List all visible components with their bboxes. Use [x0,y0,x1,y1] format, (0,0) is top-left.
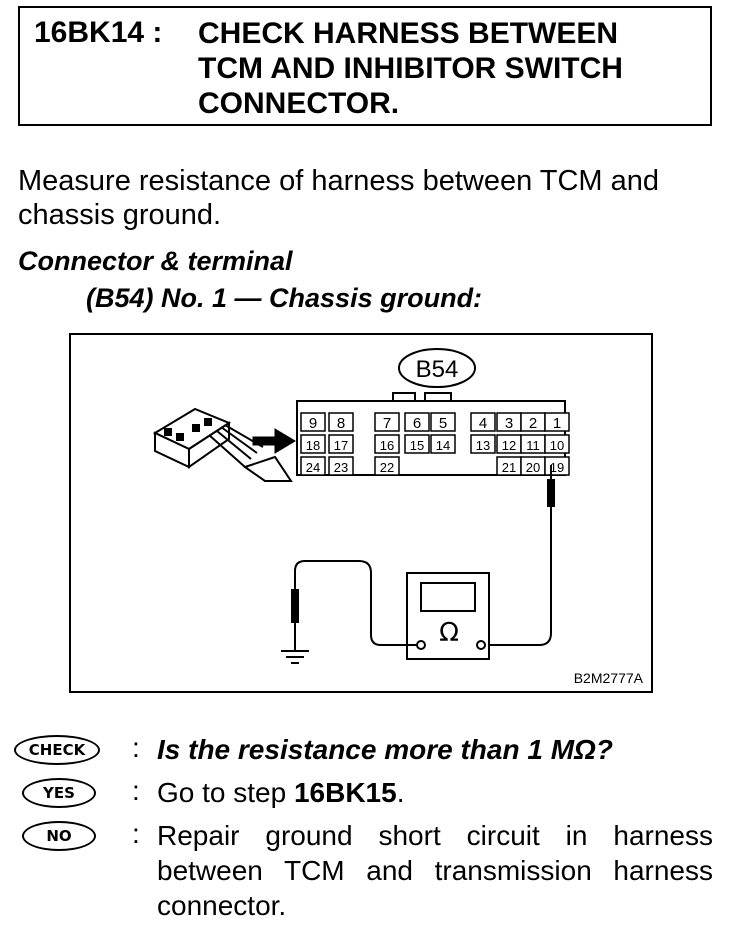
yes-step-link: 16BK15 [293,777,397,808]
connector-detail: (B54) No. 1 — Chassis ground: [86,283,483,313]
test-probe-negative [291,589,299,623]
terminal-cell [300,456,326,476]
terminal-number: 24 [306,460,320,475]
terminal-number: 2 [529,415,537,432]
terminal-cell [470,412,496,432]
harness-connector-icon [152,407,293,482]
terminal-number: 13 [476,438,490,453]
terminal-number: 5 [439,415,447,432]
instruction-line-2: chassis ground. [18,199,222,231]
ohmmeter-display [420,582,476,612]
no-action: Repair ground short circuit in harness b… [157,820,713,921]
terminal-number: 19 [550,460,564,475]
terminal-cell [328,412,354,432]
step-code: 16BK14 : [34,16,163,49]
terminal-number: 12 [502,438,516,453]
connector-label: Connector & terminal [18,246,293,276]
terminal-number: 16 [380,438,394,453]
ohm-symbol: Ω [439,618,459,648]
terminal-number: 4 [479,415,487,432]
meter-terminal-pos [476,640,486,650]
terminal-cell [404,412,430,432]
terminal-cell [374,434,400,454]
terminal-number: 22 [380,460,394,475]
probe-lead-negative [294,560,417,646]
terminal-cell [544,412,570,432]
terminal-cell [300,412,326,432]
terminal-cell [374,412,400,432]
terminal-number: 14 [436,438,450,453]
step-title-line-1: CHECK HARNESS BETWEEN [198,17,619,50]
check-question: Is the resistance more than 1 MΩ? [157,734,613,765]
connector-id: B54 [416,356,459,383]
instruction-line-1: Measure resistance of harness between TC… [18,165,660,197]
terminal-number: 17 [334,438,348,453]
probe-lead-positive [483,507,552,646]
yes-action-prefix: Go to step [157,777,294,808]
terminal-number: 20 [526,460,540,475]
insertion-arrow [252,428,296,454]
check-separator: : [132,732,140,763]
terminal-number: 18 [306,438,320,453]
terminal-number: 1 [553,415,561,432]
terminal-cell [328,434,354,454]
connector-id-badge [398,348,476,388]
yes-action-suffix: . [396,777,405,808]
terminal-number: 8 [337,415,345,432]
terminal-number: 10 [550,438,564,453]
step-title: CHECK HARNESS BETWEEN TCM AND INHIBITOR … [198,16,678,121]
figure-code: B2M2777A [574,670,644,686]
terminal-number: 6 [413,415,421,432]
yes-action: Go to step 16BK15. [157,775,404,810]
meter-terminal-neg [416,640,426,650]
terminal-number: 15 [410,438,424,453]
no-row: NO : Repair ground short circuit in harn… [14,818,734,928]
chassis-ground-icon [281,650,309,664]
yes-badge: YES [22,778,96,808]
terminal-cell [328,456,354,476]
terminal-cell [404,434,430,454]
no-separator: : [132,818,140,849]
terminal-cell [430,412,456,432]
terminal-number: 3 [505,415,513,432]
terminal-number: 21 [502,460,516,475]
terminal-cell [544,434,570,454]
instruction-text: Measure resistance of harness between TC… [18,164,718,232]
step-title-line-2: TCM AND INHIBITOR SWITCH [198,52,623,85]
terminal-number: 7 [383,415,391,432]
check-row: CHECK : Is the resistance more than 1 MΩ… [14,732,734,768]
terminal-cell [374,456,400,476]
terminal-number: 23 [334,460,348,475]
yes-row: YES : Go to step 16BK15. [14,775,734,811]
check-badge: CHECK [14,735,100,765]
step-header: 16BK14 : CHECK HARNESS BETWEEN TCM AND I… [18,6,712,126]
terminal-number: 9 [309,415,317,432]
terminal-cell [470,434,496,454]
figure-frame [69,333,653,693]
terminal-cell [300,434,326,454]
terminal-number: 11 [526,438,540,453]
no-badge: NO [22,821,96,851]
terminal-cell [430,434,456,454]
yes-separator: : [132,775,140,806]
test-probe-positive [547,479,555,507]
step-title-line-3: CONNECTOR. [198,87,400,120]
